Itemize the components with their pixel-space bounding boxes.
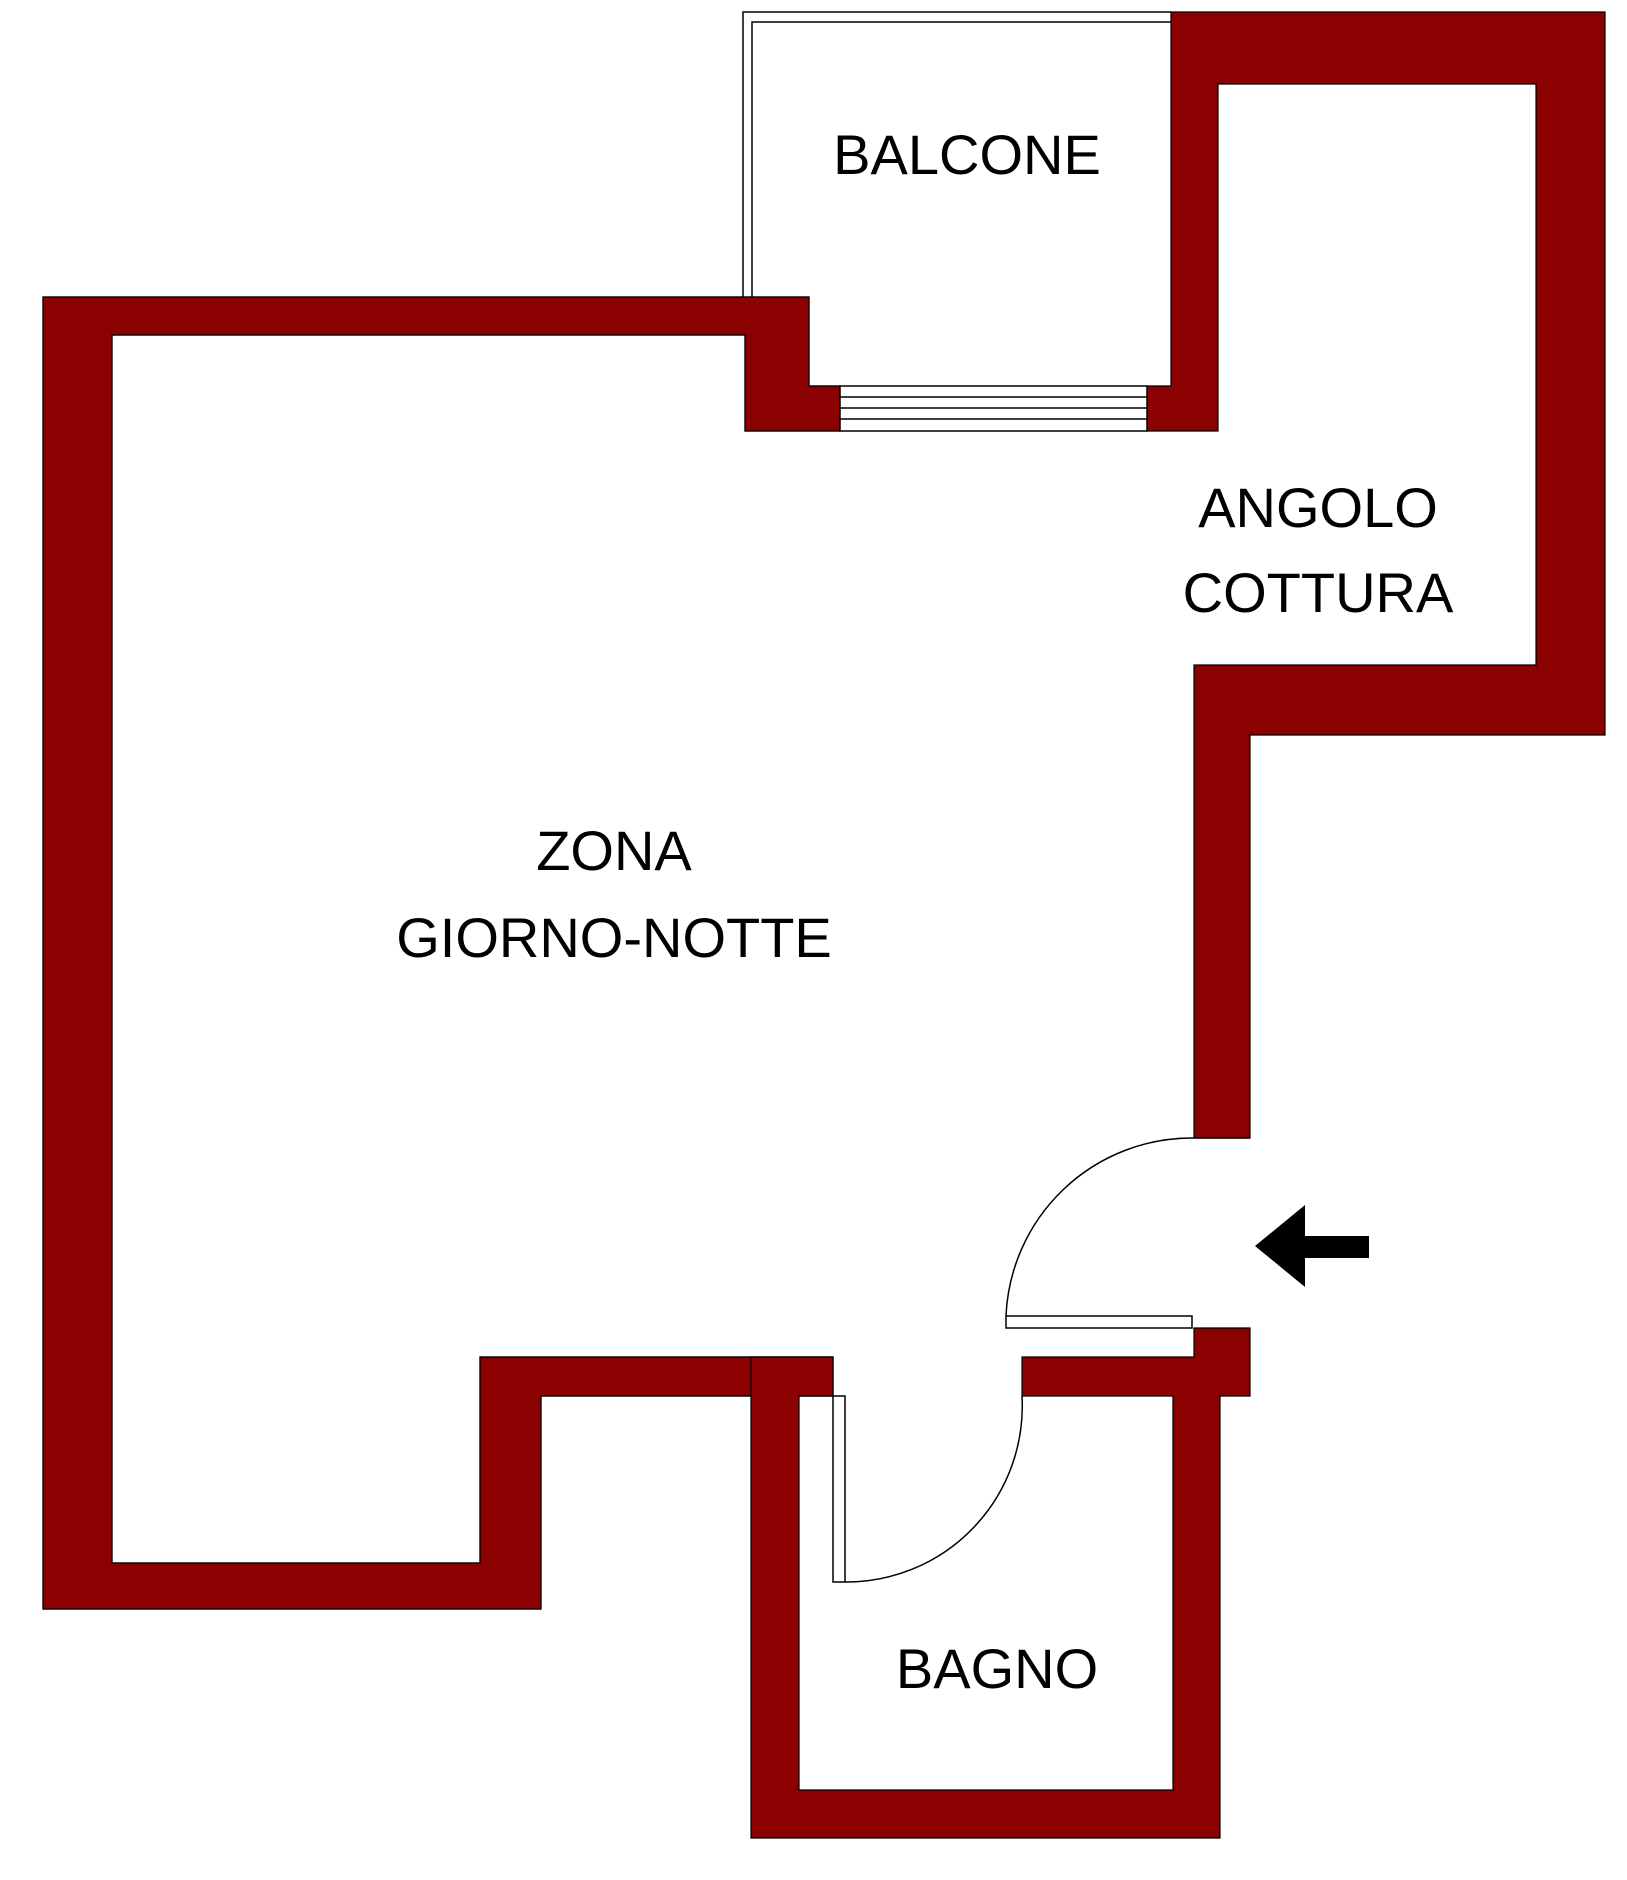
balcony-railing-outer: [742, 11, 1171, 297]
label-zona-line2: GIORNO-NOTTE: [396, 906, 832, 969]
entrance-door-leaf: [1005, 1315, 1193, 1329]
label-angolo-cottura-line2: COTTURA: [1183, 561, 1454, 624]
label-balcone: BALCONE: [833, 123, 1101, 186]
wall-zona-main: [42, 296, 841, 1610]
label-zona-line1: ZONA: [536, 819, 692, 882]
bagno-door-leaf: [832, 1395, 846, 1583]
arrow-head: [1255, 1205, 1305, 1287]
walls: [42, 11, 1606, 1839]
entrance-door: [1005, 1137, 1250, 1329]
wall-bagno: [750, 1327, 1251, 1839]
balcony: [742, 11, 1171, 297]
arrow-shaft: [1300, 1236, 1369, 1258]
bagno-door-swing-arc: [844, 1395, 1024, 1583]
label-bagno: BAGNO: [896, 1637, 1098, 1700]
room-labels: BALCONE ANGOLO COTTURA ZONA GIORNO-NOTTE…: [396, 123, 1454, 1700]
label-angolo-cottura-line1: ANGOLO: [1198, 476, 1438, 539]
entrance-door-swing-arc: [1005, 1137, 1250, 1317]
arrow-left-icon: [1255, 1205, 1369, 1287]
balcony-railing-inner: [751, 21, 1171, 297]
balcony-window: [839, 385, 1148, 432]
bagno-door: [832, 1395, 1024, 1583]
